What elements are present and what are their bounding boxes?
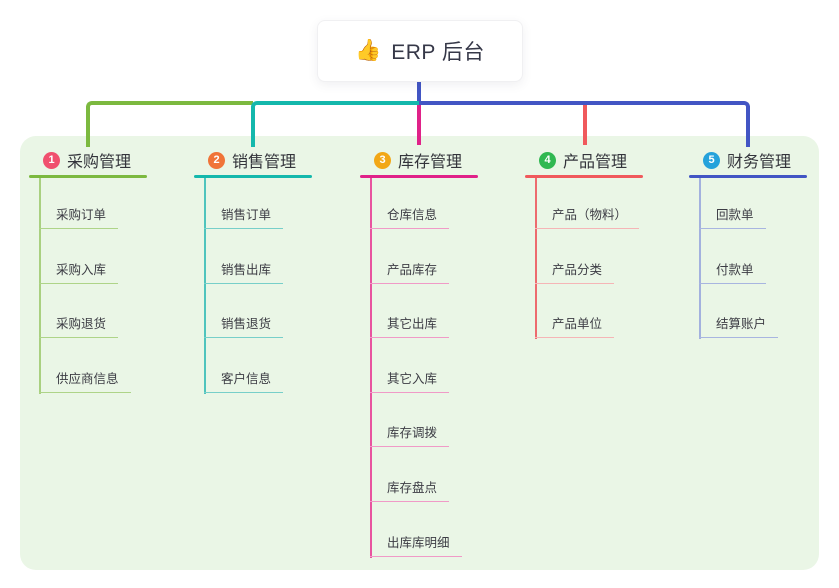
- branch-node-4[interactable]: 4 产品管理: [525, 148, 627, 172]
- branch-stem-line: [370, 178, 372, 558]
- mindmap-background-panel: [20, 136, 819, 570]
- branch-underline: [689, 175, 807, 178]
- child-label: 销售订单: [221, 208, 272, 222]
- child-label: 产品库存: [387, 262, 438, 277]
- child-label: 付款单: [716, 262, 754, 277]
- branch-label: 库存管理: [398, 154, 463, 171]
- child-label: 仓库信息: [387, 208, 438, 222]
- child-node[interactable]: 库存调拨: [370, 420, 450, 448]
- child-node[interactable]: 供应商信息: [39, 366, 131, 393]
- child-node[interactable]: 产品分类: [535, 257, 615, 284]
- child-node[interactable]: 回款单: [699, 202, 766, 229]
- child-node[interactable]: 产品库存: [370, 257, 450, 284]
- branch-label: 产品管理: [563, 154, 628, 171]
- connector-branch-5: [419, 101, 750, 147]
- connector-branch-3: [417, 105, 421, 145]
- trunk-line: [417, 82, 421, 105]
- child-node[interactable]: 仓库信息: [370, 202, 450, 229]
- child-label: 库存盘点: [387, 481, 438, 495]
- branch-stem-line: [535, 178, 537, 340]
- branch-stem-line: [204, 178, 206, 394]
- child-node[interactable]: 客户信息: [204, 366, 284, 393]
- connector-branch-4: [583, 105, 587, 145]
- child-node[interactable]: 库存盘点: [370, 475, 450, 502]
- child-label: 库存调拨: [387, 426, 438, 441]
- branch-underline: [525, 175, 643, 178]
- branch-underline: [360, 175, 478, 178]
- branch-label: 采购管理: [67, 154, 132, 171]
- child-node[interactable]: 销售订单: [204, 202, 284, 229]
- child-node[interactable]: 采购入库: [39, 257, 119, 284]
- child-node[interactable]: 其它出库: [370, 311, 450, 339]
- branch-number-badge: 4: [539, 151, 556, 169]
- child-node[interactable]: 出库库明细: [370, 530, 462, 557]
- child-label: 采购入库: [56, 262, 107, 277]
- branch-node-5[interactable]: 5 财务管理: [689, 148, 791, 172]
- child-node[interactable]: 销售出库: [204, 257, 284, 284]
- child-node[interactable]: 销售退货: [204, 311, 284, 339]
- child-label: 结算账户: [716, 317, 767, 332]
- child-label: 客户信息: [221, 371, 272, 386]
- child-label: 供应商信息: [56, 371, 119, 386]
- child-label: 出库库明细: [387, 535, 450, 550]
- child-node[interactable]: 付款单: [699, 257, 766, 284]
- child-label: 其它出库: [387, 317, 438, 332]
- connector-branch-1: [86, 101, 253, 147]
- child-label: 产品（物料）: [552, 208, 628, 222]
- child-label: 产品单位: [552, 317, 603, 332]
- child-label: 采购订单: [56, 208, 107, 222]
- child-node[interactable]: 结算账户: [699, 311, 779, 339]
- branch-number-badge: 5: [703, 151, 720, 169]
- root-title: ERP 后台: [391, 41, 485, 64]
- branch-underline: [29, 175, 147, 178]
- branch-number-badge: 2: [208, 151, 225, 169]
- child-node[interactable]: 产品单位: [535, 311, 615, 339]
- child-label: 产品分类: [552, 262, 603, 277]
- child-label: 其它入库: [387, 371, 438, 386]
- child-node[interactable]: 其它入库: [370, 366, 450, 393]
- child-label: 销售出库: [221, 262, 272, 277]
- branch-label: 财务管理: [727, 154, 792, 171]
- branch-stem-line: [39, 178, 41, 394]
- branch-number-badge: 1: [43, 151, 60, 169]
- branch-stem-line: [699, 178, 701, 340]
- child-node[interactable]: 采购订单: [39, 202, 119, 229]
- branch-node-2[interactable]: 2 销售管理: [194, 148, 296, 172]
- branch-number-badge: 3: [374, 151, 391, 169]
- thumbs-up-icon: 👍: [355, 39, 382, 62]
- child-node[interactable]: 采购退货: [39, 311, 119, 339]
- branch-underline: [194, 175, 312, 178]
- connector-branch-2: [251, 101, 419, 147]
- branch-label: 销售管理: [232, 154, 297, 171]
- root-node[interactable]: 👍 ERP 后台: [317, 20, 523, 82]
- child-label: 销售退货: [221, 317, 272, 332]
- branch-node-1[interactable]: 1 采购管理: [29, 148, 131, 172]
- child-label: 采购退货: [56, 317, 107, 332]
- child-node[interactable]: 产品（物料）: [535, 202, 640, 229]
- branch-node-3[interactable]: 3 库存管理: [360, 148, 462, 172]
- child-label: 回款单: [716, 208, 754, 222]
